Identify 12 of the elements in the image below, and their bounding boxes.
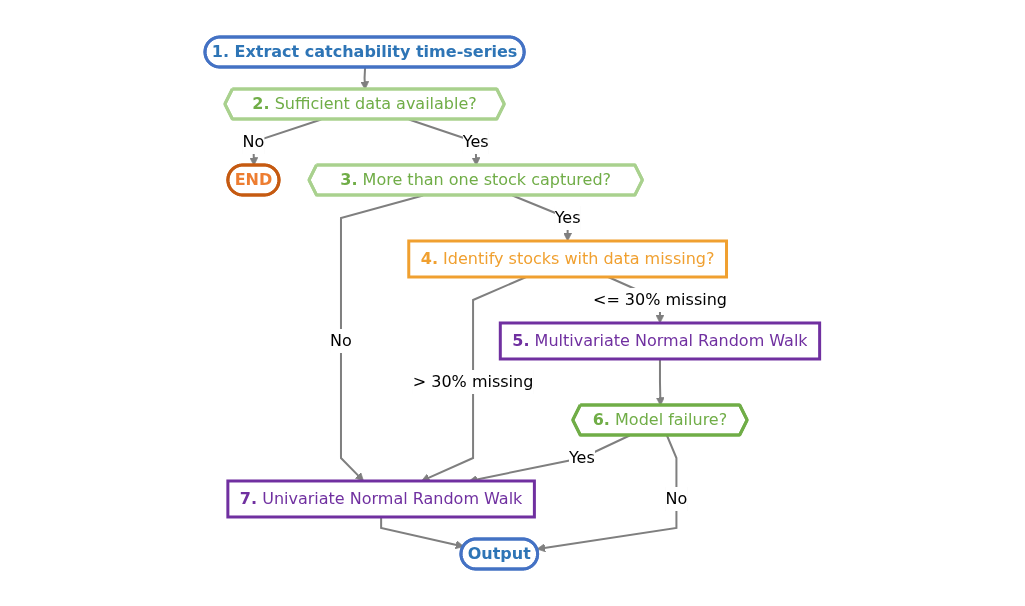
arrow — [536, 434, 678, 553]
edge-label: No — [242, 132, 265, 151]
node-box: 5. Multivariate Normal Random Walk — [498, 321, 822, 361]
edge-label: <= 30% missing — [593, 289, 728, 309]
edge-label: No — [330, 330, 353, 350]
edge-label: Yes — [462, 132, 489, 151]
edge-label: > 30% missing — [412, 371, 534, 391]
edge-label: Yes — [569, 447, 595, 467]
node-box: 7. Univariate Normal Random Walk — [226, 479, 537, 519]
edge-label: No — [665, 488, 688, 508]
node-box: 4. Identify stocks with data missing? — [407, 239, 729, 279]
edge-label: Yes — [554, 207, 581, 227]
